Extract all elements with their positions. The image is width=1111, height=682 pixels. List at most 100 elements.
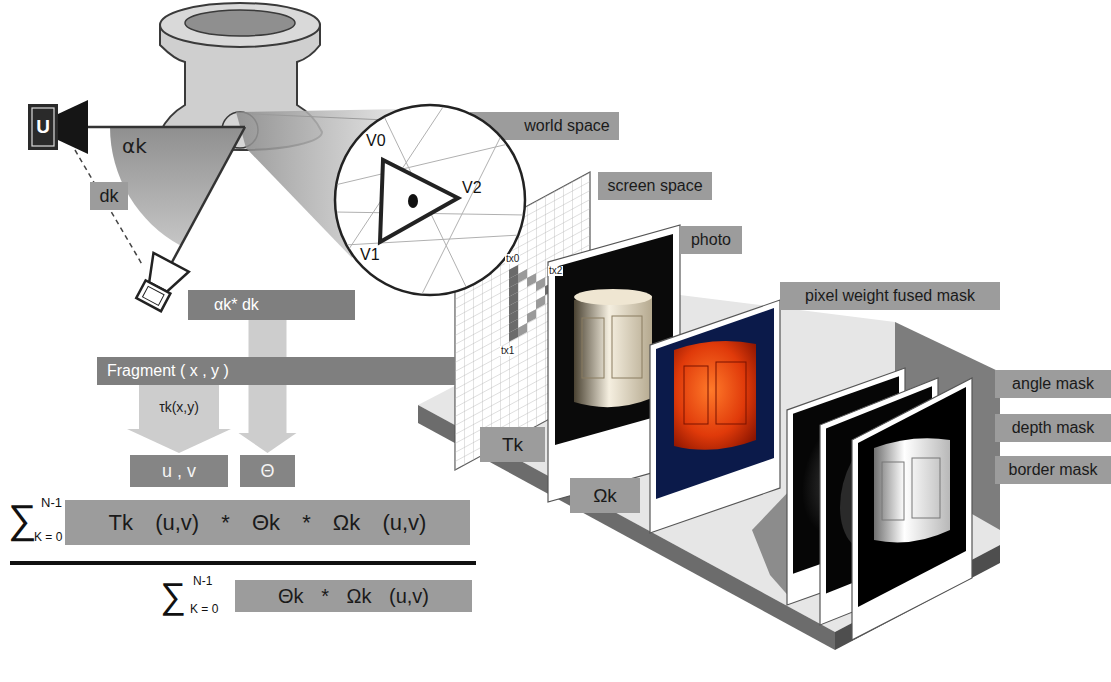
- border-mask-object: [912, 458, 940, 518]
- texcoord-label: tx2: [548, 266, 563, 276]
- screen-space-card: [518, 259, 545, 337]
- node-text: depth mask: [1012, 419, 1095, 437]
- texcoord-label: tx0: [505, 254, 520, 264]
- mask-band: border mask: [995, 456, 1111, 484]
- node-text: angle mask: [1012, 375, 1094, 393]
- arrow-head: [239, 433, 297, 453]
- scanned-object: [160, 3, 320, 47]
- distance-box: dk: [90, 182, 128, 210]
- photo-object: [574, 289, 652, 305]
- coord-box: u , v: [130, 455, 228, 487]
- border-mask-card: [852, 378, 972, 640]
- border-mask-object: [882, 462, 904, 520]
- weight-box: Θ: [240, 455, 295, 487]
- photo-object: [574, 289, 652, 407]
- node-text: screen space: [607, 177, 702, 195]
- zoom-circle: [345, 235, 520, 245]
- flow-arrow: [127, 385, 231, 453]
- fused-mask-object: [674, 341, 756, 450]
- vertex-label: V2: [462, 180, 482, 196]
- zoom-circle: [335, 105, 525, 295]
- screen-space-card: [536, 277, 545, 291]
- fused-mask-card: [650, 300, 780, 533]
- fused-mask-object: [684, 366, 708, 424]
- zoom-circle: [380, 160, 458, 242]
- camera-icon: U: [30, 112, 56, 142]
- photo-object: [582, 318, 604, 378]
- lower-limit: K = 0: [190, 603, 218, 615]
- camera-icon-shape: [28, 104, 58, 150]
- formula-bar: [10, 561, 476, 565]
- upper-limit: N-1: [193, 575, 212, 587]
- node-text: Tk (u,v) * Θk * Ωk (u,v): [109, 510, 427, 535]
- border-mask-object: [874, 438, 950, 542]
- upper-limit: N-1: [41, 496, 62, 509]
- camera-icon-shape: [28, 100, 88, 154]
- zoom-circle: [335, 140, 525, 185]
- node-text: dk: [99, 186, 118, 207]
- node-text: border mask: [1009, 461, 1098, 479]
- flow-arrow: [239, 320, 297, 453]
- view-angle-sector: [75, 127, 245, 266]
- second-camera: [131, 253, 189, 314]
- node-text: pixel weight fused mask: [805, 287, 975, 305]
- node-text: U: [36, 116, 50, 138]
- screen-space-card: [527, 273, 536, 287]
- fused-mask-card: [656, 308, 774, 499]
- view-angle-sector: [75, 150, 143, 266]
- zoom-circle: [380, 108, 470, 295]
- mask-box: Ωk: [570, 478, 640, 513]
- node-text: Θ: [260, 461, 274, 482]
- camera-icon-shape: [58, 100, 88, 154]
- node-text: u , v: [162, 461, 196, 482]
- weight-band: αk* dk: [188, 290, 355, 320]
- vertex-label: V1: [360, 247, 380, 263]
- node-text: Tk: [502, 434, 523, 456]
- texcoord-label: tx1: [500, 346, 515, 356]
- photo-object: [612, 316, 642, 378]
- border-mask-card: [858, 387, 966, 607]
- arrow-shaft: [139, 385, 219, 429]
- photo-object: [574, 292, 652, 407]
- sum-symbol: ∑: [8, 499, 37, 539]
- zoom-circle: [335, 104, 525, 298]
- node-text: photo: [691, 231, 731, 249]
- node-text: world space: [524, 117, 609, 135]
- second-camera: [136, 280, 170, 311]
- camera-icon-shape: [32, 108, 54, 146]
- arrow-head: [127, 429, 231, 453]
- space-band: world space: [515, 112, 619, 140]
- scanned-object: [185, 10, 295, 36]
- fused-mask-card: [650, 300, 780, 533]
- mask-band: depth mask: [995, 414, 1111, 442]
- angle-symbol: αk: [122, 136, 147, 156]
- formula-numerator: Tk (u,v) * Θk * Ωk (u,v): [65, 500, 470, 545]
- screen-space-card: [509, 328, 518, 342]
- screen-space-card: [518, 269, 527, 283]
- formula-bar: [10, 561, 476, 565]
- arrow-label: τk(x,y): [156, 399, 202, 415]
- node-text: Ωk: [593, 485, 617, 507]
- border-mask-card: [852, 378, 972, 640]
- screen-space-card: [536, 295, 545, 309]
- sum-symbol: ∑: [160, 578, 186, 614]
- view-angle-sector: [110, 127, 245, 246]
- border-mask-object: [874, 438, 950, 542]
- mask-band: angle mask: [995, 370, 1111, 398]
- formula-denominator: Θk * Ωk (u,v): [235, 580, 472, 612]
- zoom-circle: [335, 104, 525, 298]
- texture-box: Tk: [480, 427, 545, 462]
- vertex-label: V0: [366, 133, 386, 149]
- space-band: screen space: [598, 172, 712, 200]
- node-text: Θk * Ωk (u,v): [278, 585, 429, 608]
- fused-mask-object: [674, 341, 756, 450]
- view-angle-sector: [171, 127, 245, 264]
- second-camera: [143, 286, 165, 305]
- node-text: Fragment ( x , y ): [107, 362, 229, 380]
- node-text: αk* dk: [214, 296, 259, 314]
- fused-mask-object: [716, 362, 746, 424]
- layer-band: photo: [680, 226, 742, 254]
- view-angle-sector: [88, 126, 245, 129]
